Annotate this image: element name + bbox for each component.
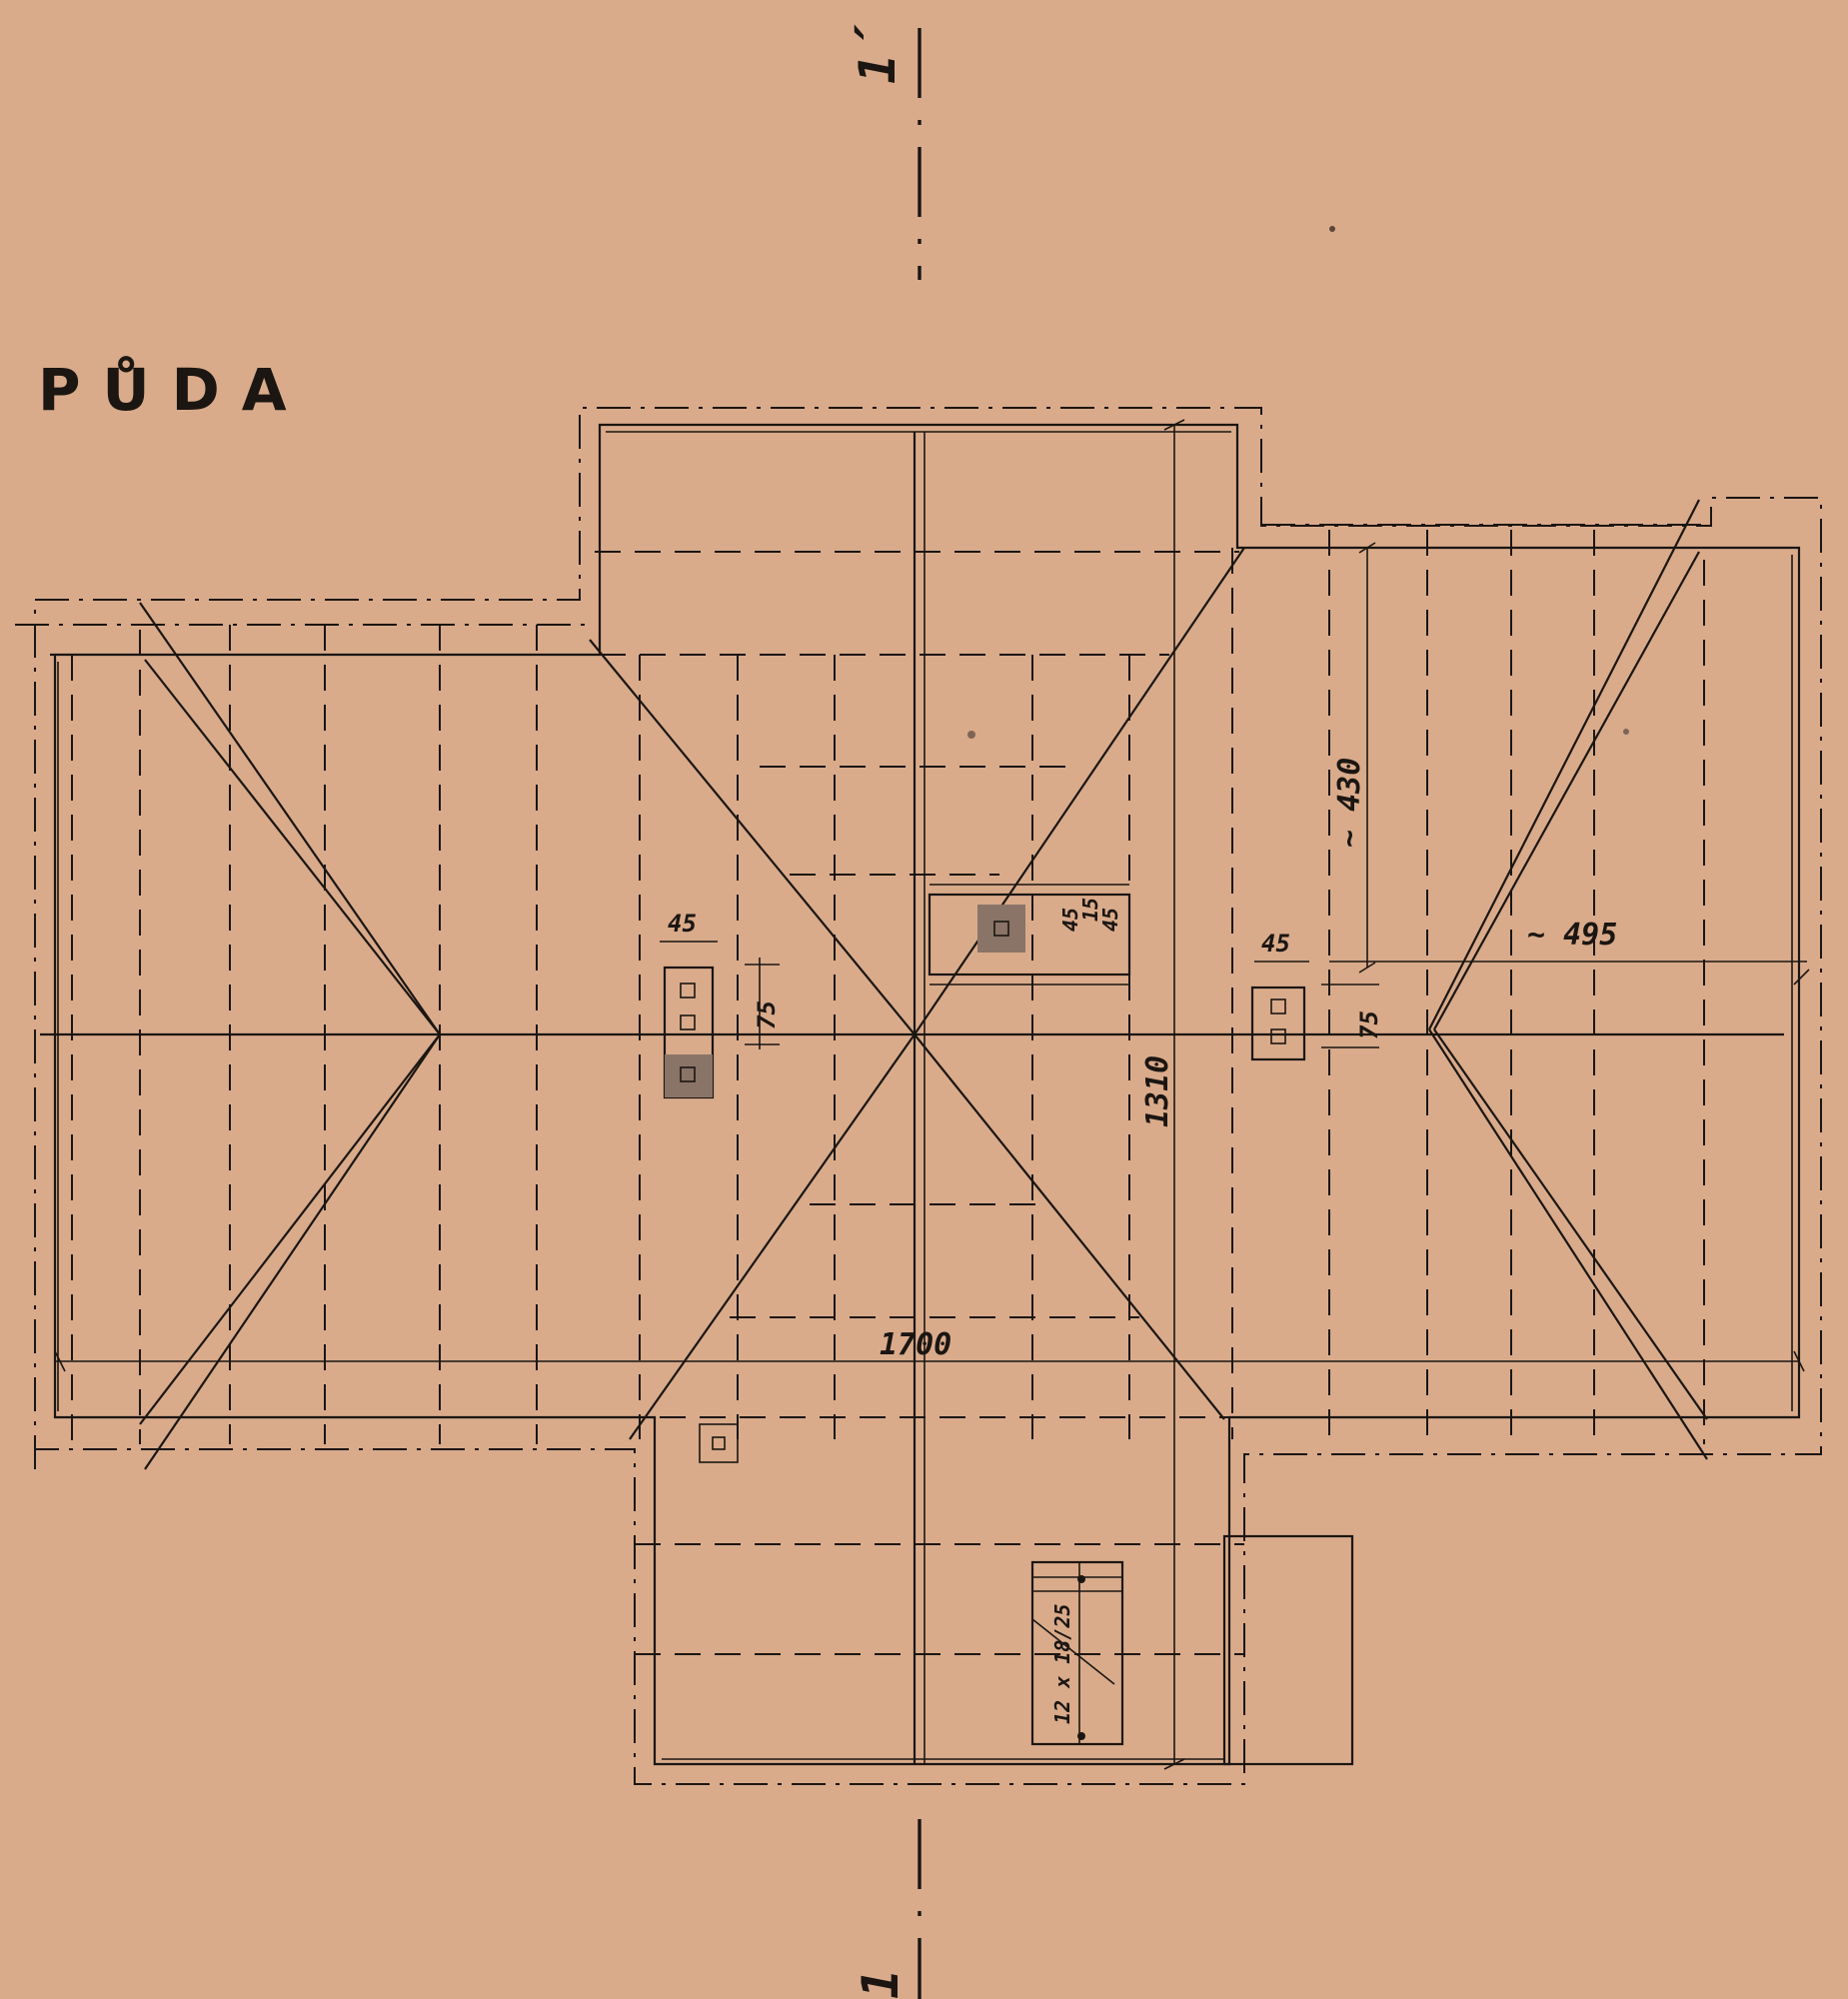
eaves-outline xyxy=(15,407,1822,1785)
porch-block xyxy=(1222,1534,1354,1766)
rafters xyxy=(71,530,1705,1655)
chimney-left xyxy=(660,941,780,1099)
dimension-chimney-center-c: 45 xyxy=(1098,908,1122,932)
dimension-wing-depth: ~ 430 xyxy=(1332,758,1367,848)
dimension-chimney-right-offset: 75 xyxy=(1355,1010,1383,1039)
dimension-chimney-center-a: 45 xyxy=(1058,908,1082,932)
paper-specks xyxy=(967,226,1629,739)
dimension-chimney-center-b: 15 xyxy=(1078,898,1102,922)
dimension-stair: 12 x 18/25 xyxy=(1050,1604,1074,1724)
stair xyxy=(1030,1560,1124,1746)
drawing-title: PŮDA xyxy=(38,355,309,424)
dimension-lines xyxy=(54,419,1810,1770)
section-marker-bottom: 1 xyxy=(852,1969,910,1999)
roof-hips xyxy=(139,499,1708,1470)
dimension-chimney-right-width: 45 xyxy=(1261,930,1290,958)
roof-ridges xyxy=(40,432,1784,1764)
vent-box xyxy=(699,1423,739,1463)
dimension-chimney-left-offset: 75 xyxy=(753,1000,781,1029)
chimney-center xyxy=(927,884,1131,986)
dimension-wing-width: ~ 495 xyxy=(1527,918,1617,953)
section-marker-top: 1´ xyxy=(849,24,907,84)
roof-edge-outline xyxy=(50,423,1801,1766)
dimension-chimney-left-width: 45 xyxy=(668,910,697,938)
chimney-right xyxy=(1250,961,1379,1061)
dimension-overall-length: 1700 xyxy=(880,1327,951,1362)
dimension-overall-depth: 1310 xyxy=(1140,1055,1175,1127)
